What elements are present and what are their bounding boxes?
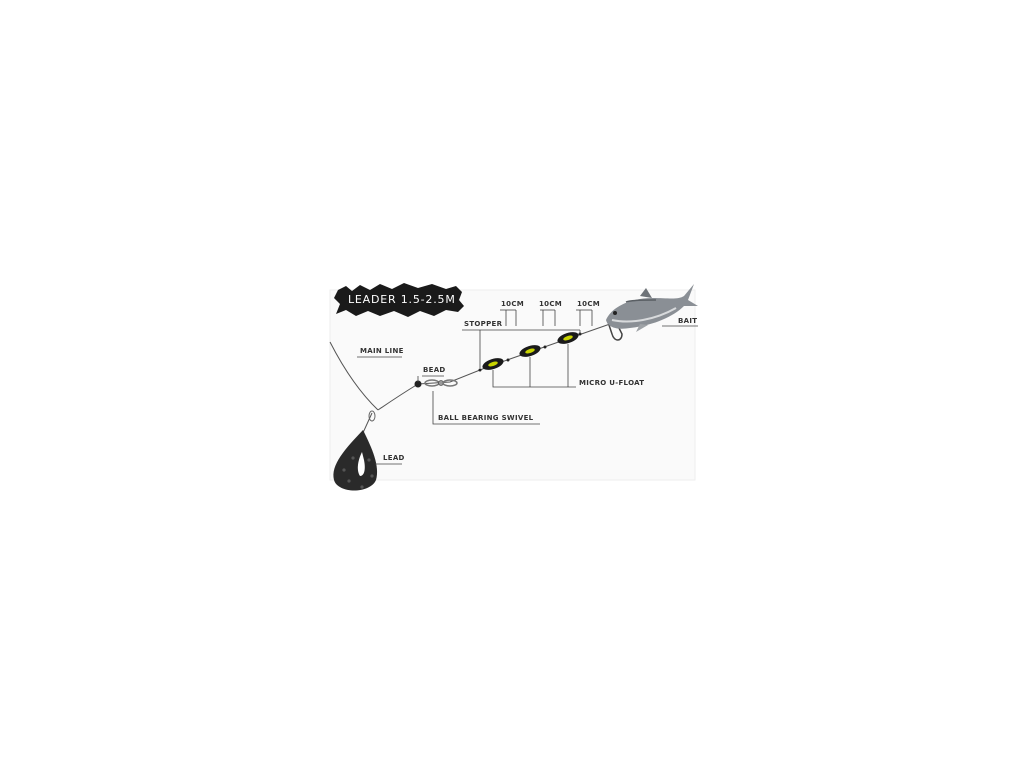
lead-snap-icon bbox=[368, 410, 376, 422]
swivel-leader bbox=[432, 391, 540, 425]
bead-label: BEAD bbox=[423, 366, 446, 374]
leader-line bbox=[377, 323, 611, 411]
fish-bait-icon bbox=[606, 284, 698, 332]
main-line-label: MAIN LINE bbox=[360, 347, 404, 355]
micro-u-float-leader bbox=[492, 370, 576, 388]
spacing-bracket bbox=[540, 309, 556, 326]
ball-bearing-swivel-label: BALL BEARING SWIVEL bbox=[438, 414, 534, 422]
lead-link bbox=[361, 412, 373, 436]
micro-u-float-label: MICRO U-FLOAT bbox=[579, 379, 645, 387]
bead-icon bbox=[414, 380, 422, 388]
spacing-bracket bbox=[500, 309, 517, 326]
stopper-dots bbox=[478, 332, 582, 372]
spacing-label-2: 10CM bbox=[539, 300, 563, 308]
swivel-icon bbox=[424, 379, 458, 387]
main-line bbox=[329, 341, 379, 411]
lead-weight-icon bbox=[333, 430, 378, 491]
leader-length-label: LEADER 1.5-2.5M bbox=[348, 293, 456, 306]
bait-label: BAIT bbox=[678, 317, 698, 325]
float-icon bbox=[519, 345, 541, 357]
spacing-label-1: 10CM bbox=[501, 300, 525, 308]
hook-icon bbox=[607, 321, 623, 341]
stopper-label: STOPPER bbox=[464, 320, 503, 328]
spacing-label-3: 10CM bbox=[577, 300, 601, 308]
leader-banner bbox=[334, 283, 464, 317]
spacing-bracket bbox=[576, 309, 593, 326]
float-icon bbox=[557, 332, 579, 344]
lead-label: LEAD bbox=[383, 454, 405, 462]
float-icon bbox=[482, 358, 504, 370]
